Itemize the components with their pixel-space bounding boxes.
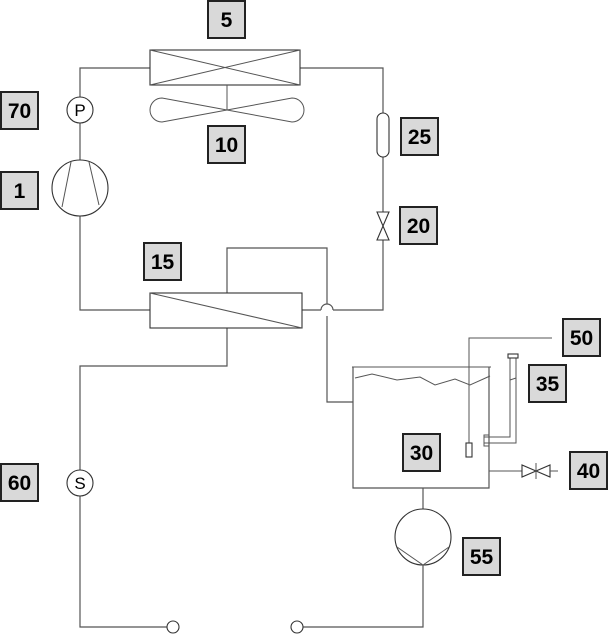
pressure-switch-letter: P: [74, 101, 85, 120]
pressure-switch-icon: P: [66, 96, 94, 124]
label-30: 30: [402, 433, 441, 472]
svg-text:10: 10: [215, 134, 238, 157]
pipe-hx-to-tank-lower: [326, 316, 353, 403]
label-20: 20: [399, 206, 438, 245]
label-15: 15: [143, 242, 182, 281]
svg-text:40: 40: [577, 460, 600, 483]
label-10: 10: [207, 125, 246, 164]
pipe-flow-switch-to-inlet: [79, 496, 167, 628]
condenser-fan-icon: [149, 85, 305, 123]
inlet-connection: [166, 620, 180, 634]
svg-text:20: 20: [407, 215, 430, 238]
pipe-compressor-to-hx: [79, 216, 150, 311]
label-5: 5: [207, 0, 246, 39]
label-40: 40: [569, 451, 608, 490]
pipe-valve-to-hx: [333, 240, 384, 311]
pipe-condenser-to-receiver: [300, 67, 384, 113]
svg-text:35: 35: [536, 373, 560, 396]
pipe-crossover-hop: [320, 303, 334, 311]
compressor-icon: [51, 159, 109, 217]
label-35: 35: [528, 364, 567, 403]
pipe-pump-to-outlet: [303, 565, 424, 628]
condenser: [149, 49, 301, 86]
svg-text:70: 70: [8, 100, 31, 123]
pump-icon: [394, 508, 452, 566]
svg-text:1: 1: [14, 180, 26, 203]
svg-text:60: 60: [8, 472, 31, 495]
flow-switch-icon: S: [66, 469, 94, 497]
water-level-line: [354, 373, 491, 386]
label-60: 60: [0, 463, 39, 502]
flow-switch-letter: S: [74, 474, 85, 493]
label-70: 70: [0, 91, 39, 130]
svg-text:15: 15: [151, 251, 175, 274]
svg-text:50: 50: [570, 327, 593, 350]
label-55: 55: [462, 537, 501, 576]
pipe-hx-to-flow-switch: [79, 328, 228, 470]
label-1: 1: [0, 171, 39, 210]
receiver-icon: [376, 112, 390, 158]
tank: [352, 366, 491, 489]
label-50: 50: [562, 318, 601, 357]
outlet-connection: [290, 620, 304, 634]
label-25: 25: [400, 117, 439, 156]
pipe-condenser-to-pressure-switch: [79, 67, 150, 97]
level-sensor-icon: [465, 337, 552, 458]
expansion-valve-icon: [376, 211, 390, 241]
drain-valve-icon: [489, 463, 558, 479]
svg-text:25: 25: [408, 126, 432, 149]
svg-text:5: 5: [221, 9, 233, 32]
svg-text:30: 30: [410, 442, 433, 465]
overflow-pipe-icon: [483, 353, 519, 447]
heat-exchanger: [149, 292, 303, 329]
pipe-hx-to-tank: [226, 247, 328, 304]
svg-text:55: 55: [470, 546, 494, 569]
